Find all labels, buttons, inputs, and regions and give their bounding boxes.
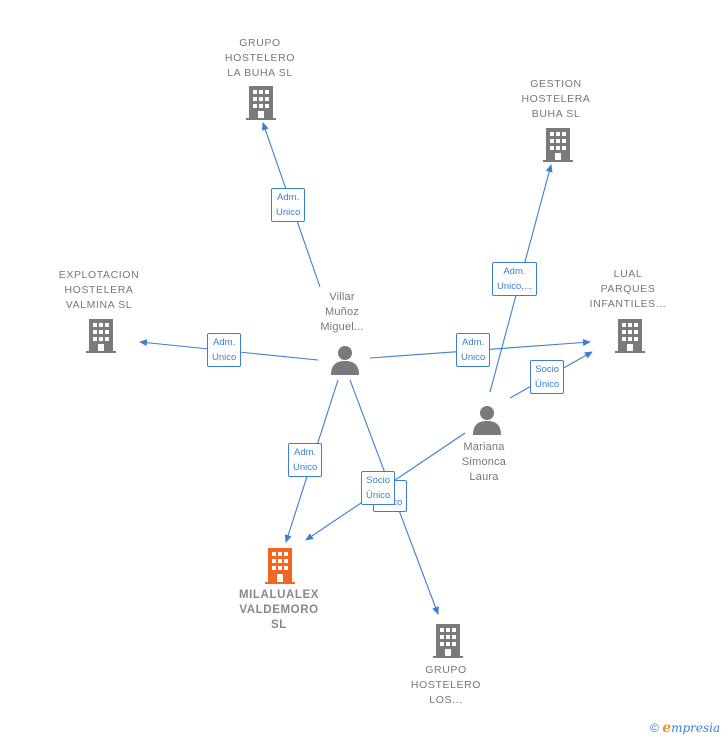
edge-label-villar-milalualex[interactable]: Adm. Unico bbox=[288, 443, 323, 477]
node-label-line: HOSTELERA bbox=[521, 93, 591, 105]
node-label-line: Muñoz bbox=[324, 306, 360, 318]
edge-label-line: Unico bbox=[461, 352, 486, 363]
node-label-gestion-buha[interactable]: GESTION HOSTELERA BUHA SL bbox=[522, 77, 591, 122]
edge-label-line: Adm. bbox=[213, 337, 236, 348]
edge-label-mariana-milalualex[interactable]: Socio Único bbox=[361, 471, 396, 505]
edge-label-line: Socio bbox=[535, 364, 560, 375]
edge-label-mariana-lual[interactable]: Socio Único bbox=[530, 360, 565, 394]
node-label-line: HOSTELERO bbox=[224, 52, 296, 64]
node-label-line: PARQUES bbox=[600, 283, 656, 295]
edge-label-villar-la-buha[interactable]: Adm. Unico bbox=[271, 188, 306, 222]
node-label-line: SL bbox=[271, 619, 287, 631]
edge-label-mariana-gestion[interactable]: Adm. Unico,... bbox=[492, 262, 537, 296]
node-label-line: HOSTELERO bbox=[410, 679, 482, 691]
node-label-line: LOS... bbox=[429, 694, 463, 706]
empresia-logo[interactable]: empresia bbox=[662, 720, 721, 736]
edge-label-line: Adm. bbox=[503, 266, 526, 277]
edge-label-villar-valmina[interactable]: Adm. Unico bbox=[207, 333, 242, 367]
edge-label-line: Adm. bbox=[277, 192, 300, 203]
edge-label-line: Unico bbox=[276, 207, 301, 218]
brand-rest: mpresia bbox=[671, 721, 721, 735]
node-label-line: MILALUALEX bbox=[238, 589, 320, 601]
node-label-line: LUAL bbox=[613, 268, 643, 280]
edges bbox=[139, 122, 593, 615]
edge-label-line: Único bbox=[535, 379, 560, 390]
node-label-line: Villar bbox=[329, 291, 355, 303]
building-icon-grupo-los[interactable] bbox=[433, 624, 463, 658]
edge-label-line: Adm. bbox=[462, 337, 485, 348]
node-label-lual-parques[interactable]: LUAL PARQUES INFANTILES... bbox=[590, 267, 667, 312]
node-label-line: GRUPO bbox=[239, 37, 281, 49]
person-icon-villar[interactable] bbox=[330, 345, 360, 375]
edge-label-villar-lual[interactable]: Adm. Unico bbox=[456, 333, 491, 367]
node-label-mariana[interactable]: Mariana Simonca Laura bbox=[462, 440, 506, 485]
edge-label-line: Adm. bbox=[294, 447, 317, 458]
node-label-grupo-la-buha[interactable]: GRUPO HOSTELERO LA BUHA SL bbox=[225, 36, 295, 81]
node-label-line: VALMINA SL bbox=[65, 299, 133, 311]
building-icon-milalualex[interactable] bbox=[265, 548, 295, 584]
node-label-villar[interactable]: Villar Muñoz Miguel... bbox=[320, 290, 363, 335]
node-label-line: Mariana bbox=[463, 441, 505, 453]
edge-label-line: Único bbox=[366, 490, 391, 501]
building-icon-lual-parques[interactable] bbox=[615, 319, 645, 353]
node-label-line: GRUPO bbox=[425, 664, 467, 676]
node-label-line: VALDEMORO bbox=[239, 604, 319, 616]
edge-label-line: Unico bbox=[212, 352, 237, 363]
edge-label-line: Unico,... bbox=[497, 281, 532, 292]
brand-initial: e bbox=[662, 720, 672, 736]
node-label-grupo-los[interactable]: GRUPO HOSTELERO LOS... bbox=[411, 663, 481, 708]
node-label-line: BUHA SL bbox=[531, 108, 581, 120]
edge-label-line: Socio bbox=[366, 475, 391, 486]
copyright-notice: © empresia bbox=[650, 720, 720, 736]
node-label-line: GESTION bbox=[530, 78, 582, 90]
node-label-explotacion-valmina[interactable]: EXPLOTACION HOSTELERA VALMINA SL bbox=[59, 268, 140, 313]
node-label-line: INFANTILES... bbox=[589, 298, 667, 310]
node-label-line: HOSTELERA bbox=[64, 284, 134, 296]
building-icon-grupo-la-buha[interactable] bbox=[246, 86, 276, 120]
copyright-symbol: © bbox=[650, 721, 659, 735]
node-label-line: Laura bbox=[469, 471, 499, 483]
person-icon-mariana[interactable] bbox=[472, 405, 502, 435]
node-label-milalualex[interactable]: MILALUALEX VALDEMORO SL bbox=[239, 588, 319, 633]
edge-label-line: Unico bbox=[293, 462, 318, 473]
node-label-line: Miguel... bbox=[320, 321, 364, 333]
node-label-line: Simonca bbox=[461, 456, 507, 468]
node-label-line: LA BUHA SL bbox=[227, 67, 293, 79]
building-icon-gestion-buha[interactable] bbox=[543, 128, 573, 162]
node-label-line: EXPLOTACION bbox=[58, 269, 140, 281]
building-icon-explotacion-valmina[interactable] bbox=[86, 319, 116, 353]
